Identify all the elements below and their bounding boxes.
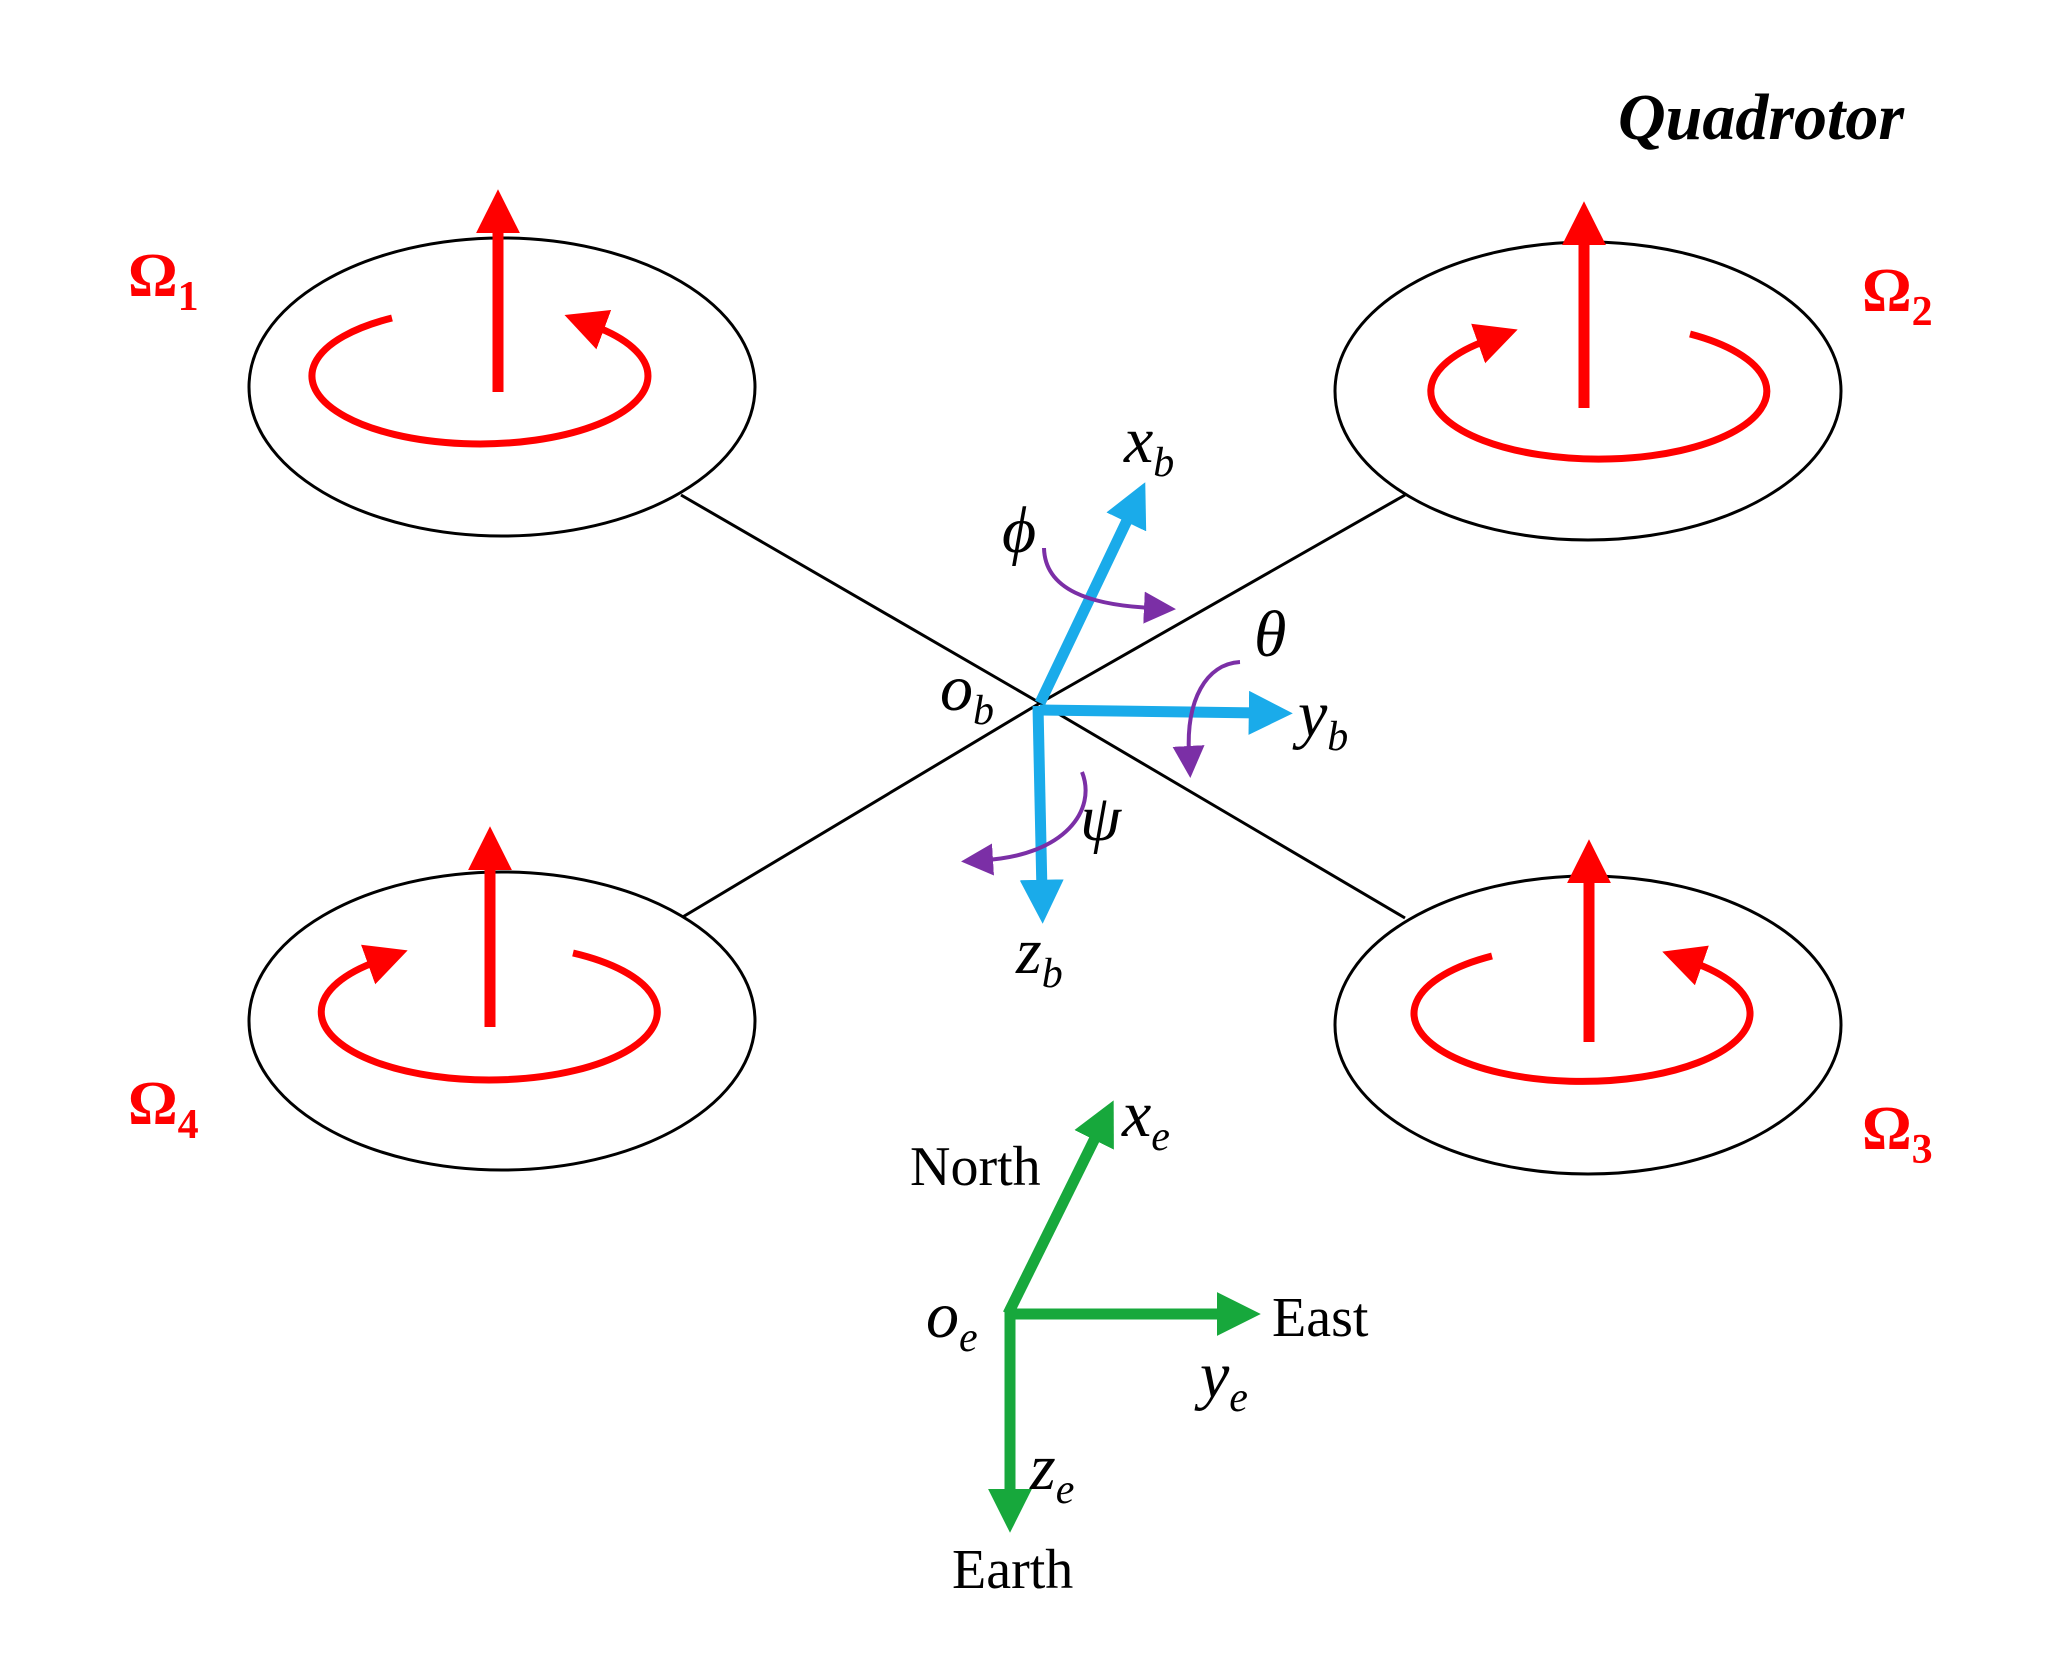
arm-rotor-1 — [680, 493, 1041, 705]
body-y-axis — [1039, 690, 1293, 735]
rotor-2 — [1333, 201, 1843, 542]
roll-arrow — [1042, 547, 1176, 624]
rotor-1 — [247, 189, 757, 538]
earth-label: Earth — [952, 1539, 1073, 1601]
east-label: East — [1272, 1287, 1369, 1349]
earth-z-label: ze — [1029, 1431, 1074, 1513]
body-x-label: xb — [1123, 404, 1174, 486]
body-y-label: yb — [1292, 678, 1348, 760]
earth-x-axis — [1003, 1100, 1114, 1317]
rotor-1-label: Ω1 — [128, 242, 199, 320]
north-label: North — [910, 1136, 1041, 1198]
earth-x-label: xe — [1121, 1078, 1170, 1160]
yaw-angle-label: ψ — [1080, 782, 1122, 855]
rotor-2-label: Ω2 — [1862, 257, 1933, 335]
yaw-arrow — [961, 771, 1088, 876]
body-z-axis — [1019, 705, 1064, 924]
roll-angle-label: ϕ — [1002, 494, 1036, 567]
rotor-4 — [247, 826, 757, 1172]
earth-y-label: ye — [1194, 1339, 1248, 1421]
rotation-arrow — [1410, 945, 1754, 1085]
body-x-axis — [1035, 482, 1147, 706]
arm-rotor-4 — [680, 701, 1041, 920]
body-z-label: zb — [1015, 915, 1063, 997]
earth-frame — [988, 1100, 1261, 1533]
diagram-title: Quadrotor — [1618, 81, 1905, 154]
rotor-3-label: Ω3 — [1862, 1095, 1933, 1173]
body-frame — [961, 482, 1293, 924]
body-origin-label: ob — [940, 652, 994, 734]
earth-origin-label: oe — [926, 1279, 978, 1361]
arm-rotor-3 — [1039, 701, 1406, 920]
rotor-3 — [1333, 839, 1843, 1176]
rotation-arrow — [308, 310, 652, 448]
rotor-4-label: Ω4 — [128, 1070, 199, 1148]
pitch-arrow — [1172, 660, 1241, 778]
rotation-arrow — [317, 944, 661, 1084]
arm-rotor-2 — [1039, 493, 1406, 705]
rotation-arrow — [1427, 323, 1771, 463]
pitch-angle-label: θ — [1254, 598, 1286, 671]
